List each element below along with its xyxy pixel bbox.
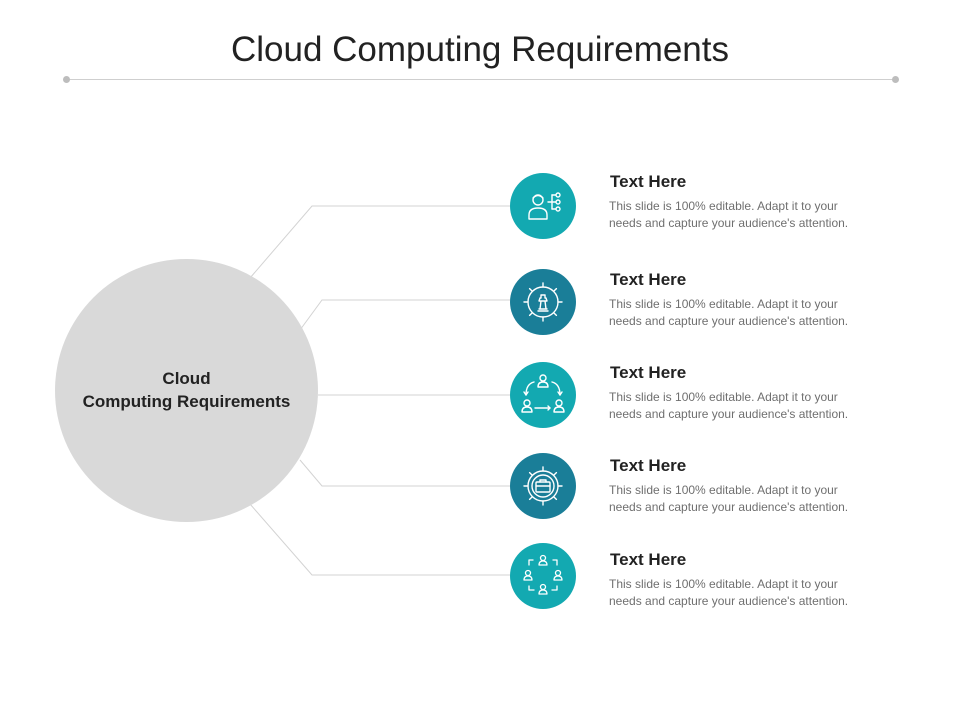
item-5-circle [510, 543, 576, 609]
item-3-description: This slide is 100% editable. Adapt it to… [609, 390, 849, 421]
people-cycle-icon [510, 362, 576, 428]
item-1-circle [510, 173, 576, 239]
item-1-title: Text Here [610, 172, 687, 191]
item-3-title: Text Here [610, 363, 687, 382]
title-divider [66, 79, 896, 80]
gear-briefcase-icon [510, 453, 576, 519]
item-1-description: This slide is 100% editable. Adapt it to… [609, 199, 849, 230]
connector-4 [299, 459, 512, 487]
user-network-icon [510, 173, 576, 239]
connector-1 [249, 205, 512, 279]
page-title: Cloud Computing Requirements [230, 30, 730, 69]
team-exchange-icon [510, 543, 576, 609]
connector-5 [249, 503, 512, 576]
item-2-circle [510, 269, 576, 335]
item-4-title: Text Here [610, 456, 687, 475]
item-3-circle [510, 362, 576, 428]
connector-2 [299, 299, 512, 331]
item-4-circle [510, 453, 576, 519]
item-5-description: This slide is 100% editable. Adapt it to… [609, 577, 849, 608]
item-2-description: This slide is 100% editable. Adapt it to… [609, 297, 849, 328]
central-hub-circle: Cloud Computing Requirements [55, 259, 318, 522]
divider-right-dot [892, 76, 899, 83]
gear-chess-icon [510, 269, 576, 335]
divider-left-dot [63, 76, 70, 83]
item-5-title: Text Here [610, 550, 687, 569]
item-4-description: This slide is 100% editable. Adapt it to… [609, 483, 849, 514]
hub-label: Cloud Computing Requirements [82, 368, 291, 411]
item-2-title: Text Here [610, 270, 687, 289]
